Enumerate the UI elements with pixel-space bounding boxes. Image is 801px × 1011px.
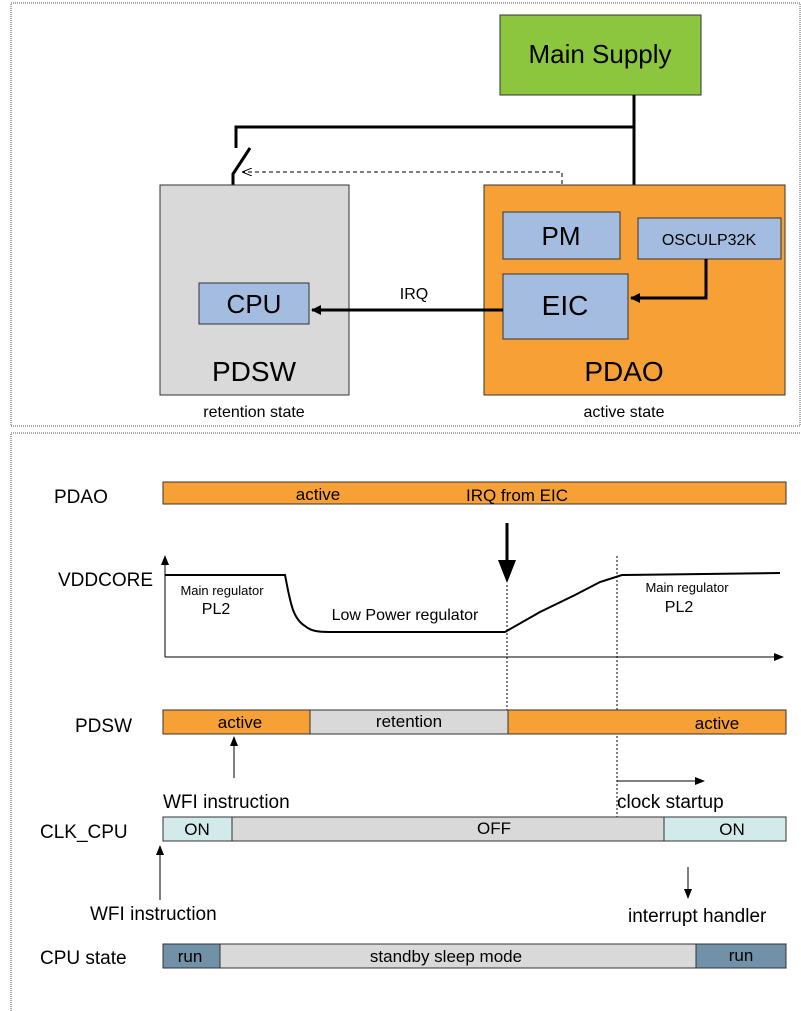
power-switch	[231, 147, 252, 185]
main-reg-right-line1: Main regulator	[645, 580, 729, 595]
cpu-state-row-label: CPU state	[40, 948, 127, 969]
pdao-row-label: PDAO	[54, 487, 108, 508]
active-state-label: active state	[584, 404, 665, 421]
main-reg-left-line2: PL2	[202, 601, 231, 618]
cpu-seg2-text: standby sleep mode	[370, 947, 522, 966]
pdsw-seg3-text: active	[695, 714, 739, 733]
vddcore-row-label: VDDCORE	[58, 570, 153, 591]
osc-block	[637, 217, 782, 260]
cpu-seg-standby	[219, 943, 697, 969]
main-reg-right-line2: PL2	[665, 599, 694, 616]
cpu-label: CPU	[227, 289, 282, 319]
clk-seg1-text: ON	[184, 820, 210, 839]
wfi-instruction-1: WFI instruction	[163, 792, 290, 813]
cpu-seg1-text: run	[178, 947, 203, 966]
top-panel-frame	[10, 2, 801, 427]
cpu-seg-run-2	[695, 943, 787, 969]
low-power-regulator-text: Low Power regulator	[332, 607, 479, 624]
pdao-bar	[162, 481, 787, 505]
main-supply-label: Main Supply	[528, 39, 671, 69]
pdsw-seg1-text: active	[218, 713, 262, 732]
pdsw-box-label: PDSW	[212, 356, 297, 387]
pdsw-seg-active-2	[507, 709, 787, 735]
pdsw-row-label: PDSW	[75, 716, 132, 737]
pdao-box-label: PDAO	[584, 356, 663, 387]
vddcore-trace	[165, 572, 781, 633]
pdsw-seg-retention	[309, 709, 509, 735]
osc-to-eic-arrow	[630, 259, 708, 303]
interrupt-handler-text: interrupt handler	[628, 906, 767, 927]
clk-seg-on-2	[663, 816, 787, 842]
clk-seg2-text: OFF	[477, 819, 511, 838]
irq-label: IRQ	[400, 286, 428, 303]
wfi-instruction-2: WFI instruction	[90, 904, 217, 925]
osc-label: OSCULP32K	[662, 232, 757, 249]
clk-seg-off	[231, 816, 665, 842]
clk-cpu-row-label: CLK_CPU	[40, 822, 128, 843]
clock-startup-text: clock startup	[617, 792, 724, 813]
irq-from-eic-text: IRQ from EIC	[466, 486, 568, 505]
cpu-seg3-text: run	[729, 946, 754, 965]
pdsw-seg2-text: retention	[376, 712, 442, 731]
eic-label: EIC	[542, 290, 589, 321]
main-reg-left-line1: Main regulator	[180, 583, 264, 598]
bottom-panel-frame	[10, 432, 800, 1011]
pm-control-line	[243, 172, 563, 212]
supply-wire	[234, 95, 636, 148]
retention-state-label: retention state	[203, 404, 305, 421]
main-supply-box	[499, 14, 702, 96]
pdao-active-text: active	[296, 485, 340, 504]
cpu-block	[198, 282, 310, 325]
irq-event-arrowhead	[498, 560, 516, 583]
pm-label: PM	[542, 221, 581, 251]
eic-block	[502, 273, 629, 340]
clk-seg3-text: ON	[719, 820, 745, 839]
pm-block	[502, 211, 621, 260]
